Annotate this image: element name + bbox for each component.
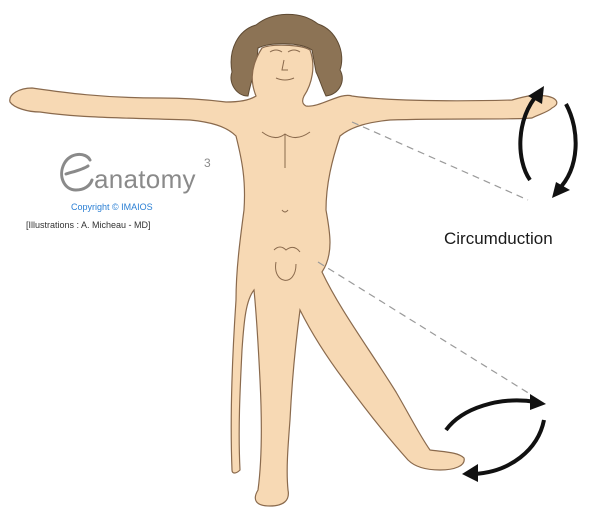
arm-guide-line [352, 122, 528, 200]
leg-arrow-upper [446, 400, 536, 430]
copyright-text: Copyright © IMAIOS [71, 202, 153, 212]
leg-arrowhead-lower [462, 464, 478, 482]
leg-arrowhead-upper [530, 394, 546, 410]
logo-superscript: 3 [204, 156, 211, 170]
eanatomy-logo: anatomy 3 Copyright © IMAIOS [Illustrati… [38, 150, 228, 240]
leg-arrow-lower [474, 420, 544, 474]
circumduction-label: Circumduction [444, 229, 553, 249]
arm-arrow-right [558, 104, 576, 190]
e-logo-icon [56, 150, 96, 198]
illustration-credit: [Illustrations : A. Micheau - MD] [26, 220, 151, 230]
logo-brand-text: anatomy [94, 164, 196, 195]
